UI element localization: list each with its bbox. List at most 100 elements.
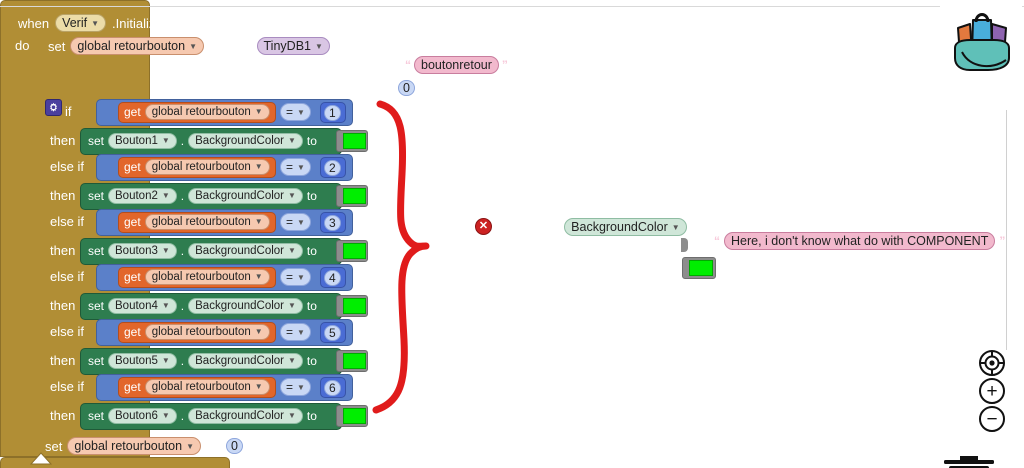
valueiftag-number-field[interactable]: 0 <box>398 79 415 97</box>
color-swatch-5[interactable] <box>343 353 366 369</box>
color-swatch-4[interactable] <box>343 298 366 314</box>
zoom-in-button[interactable]: + <box>979 378 1005 404</box>
comparison-operator-label-5: = <box>286 325 294 339</box>
to-label-2: to <box>306 189 317 203</box>
open-quote: “ <box>714 234 720 248</box>
number-value-2: 2 <box>329 161 336 175</box>
final-variable-dropdown[interactable]: global retourbouton▼ <box>67 437 201 455</box>
component-dropdown-1[interactable]: Bouton1▼ <box>108 133 177 149</box>
tinydb-component-dropdown[interactable]: TinyDB1▼ <box>256 37 330 55</box>
center-target-icon <box>981 352 1003 374</box>
tag-text-field[interactable]: boutonretour <box>414 56 499 74</box>
get-variable-dropdown-4[interactable]: global retourbouton▼ <box>144 269 270 285</box>
chevron-down-icon: ▼ <box>288 301 296 310</box>
set-label: set <box>88 409 105 423</box>
init-setter-row: set global retourbouton▼ to <box>48 37 220 55</box>
if-branch-4-keyword: else if <box>50 269 84 284</box>
zoom-out-button[interactable]: − <box>979 406 1005 432</box>
generic-property-label: BackgroundColor <box>571 220 668 234</box>
backpack-icon[interactable] <box>940 2 1022 74</box>
init-variable-dropdown[interactable]: global retourbouton▼ <box>70 37 204 55</box>
open-quote: “ <box>405 58 411 72</box>
generic-property-dropdown[interactable]: BackgroundColor▼ <box>564 218 687 236</box>
color-swatch-6[interactable] <box>343 408 366 424</box>
comparison-operator-label-4: = <box>286 270 294 284</box>
property-dropdown-1[interactable]: BackgroundColor▼ <box>188 133 303 149</box>
when-block-header[interactable] <box>0 457 230 468</box>
number-value-6: 6 <box>329 381 336 395</box>
set-label: set <box>48 38 66 54</box>
component-label-4: Bouton4 <box>115 300 158 312</box>
property-dropdown-6[interactable]: BackgroundColor▼ <box>188 408 303 424</box>
number-field-2[interactable]: 2 <box>324 159 341 177</box>
get-variable-dropdown-5[interactable]: global retourbouton▼ <box>144 324 270 340</box>
number-field-3[interactable]: 3 <box>324 214 341 232</box>
get-variable-dropdown-3[interactable]: global retourbouton▼ <box>144 214 270 230</box>
comparison-operator-dropdown-3[interactable]: =▼ <box>280 213 311 231</box>
comment-text-field[interactable]: Here, i don't know what do with COMPONEN… <box>724 232 996 250</box>
close-quote: ” <box>999 234 1006 248</box>
final-number-field[interactable]: 0 <box>226 437 243 455</box>
get-variable-dropdown-1[interactable]: global retourbouton▼ <box>144 104 270 120</box>
chevron-down-icon: ▼ <box>161 301 170 310</box>
if-branch-2-keyword: else if <box>50 159 84 174</box>
get-variable-label-4: global retourbouton <box>151 271 251 283</box>
init-to-label: to <box>209 38 220 54</box>
comment-text-row: “ Here, i don't know what do with COMPON… <box>714 232 1005 250</box>
number-field-5[interactable]: 5 <box>324 324 341 342</box>
get-label: get <box>124 270 141 284</box>
event-component-label: Verif <box>62 16 88 30</box>
property-dropdown-2[interactable]: BackgroundColor▼ <box>188 188 303 204</box>
number-field-6[interactable]: 6 <box>324 379 341 397</box>
set-label: set <box>88 134 105 148</box>
get-variable-dropdown-2[interactable]: global retourbouton▼ <box>144 159 270 175</box>
component-dropdown-3[interactable]: Bouton3▼ <box>108 243 177 259</box>
comparison-operator-dropdown-6[interactable]: =▼ <box>280 378 311 396</box>
tag-label: tag <box>340 58 359 73</box>
generic-to-label: to <box>660 261 671 276</box>
comparison-operator-dropdown-5[interactable]: =▼ <box>280 323 311 341</box>
chevron-down-icon: ▼ <box>297 328 305 337</box>
component-dropdown-5[interactable]: Bouton5▼ <box>108 353 177 369</box>
color-swatch-3[interactable] <box>343 243 366 259</box>
of-component-socket[interactable] <box>681 238 688 252</box>
get-label: get <box>124 160 141 174</box>
comparison-operator-dropdown-1[interactable]: =▼ <box>280 103 311 121</box>
collapse-arrow-icon[interactable] <box>30 452 52 466</box>
final-setter-row: set global retourbouton▼ to <box>45 437 217 455</box>
number-field-1[interactable]: 1 <box>324 104 341 122</box>
generic-color-swatch[interactable] <box>689 260 713 276</box>
number-field-4[interactable]: 4 <box>324 269 341 287</box>
get-variable-label-1: global retourbouton <box>151 106 251 118</box>
then-label-1: then <box>50 133 76 148</box>
property-label-5: BackgroundColor <box>195 355 284 367</box>
event-component-dropdown[interactable]: Verif▼ <box>55 14 107 32</box>
comparison-operator-label-6: = <box>286 380 294 394</box>
color-swatch-2[interactable] <box>343 188 366 204</box>
comparison-operator-dropdown-4[interactable]: =▼ <box>280 268 311 286</box>
comparison-operator-dropdown-2[interactable]: =▼ <box>280 158 311 176</box>
property-dropdown-3[interactable]: BackgroundColor▼ <box>188 243 303 259</box>
error-x-icon[interactable]: ✕ <box>475 218 492 235</box>
component-dropdown-4[interactable]: Bouton4▼ <box>108 298 177 314</box>
tinydb-component-label: TinyDB1 <box>263 39 311 53</box>
mutator-gear-icon[interactable] <box>45 99 62 116</box>
if-branch-3-keyword: else if <box>50 214 84 229</box>
tag-text-value: boutonretour <box>421 58 492 72</box>
property-dropdown-4[interactable]: BackgroundColor▼ <box>188 298 303 314</box>
property-dropdown-5[interactable]: BackgroundColor▼ <box>188 353 303 369</box>
call-label: call <box>232 38 252 54</box>
chevron-down-icon: ▼ <box>314 42 323 51</box>
color-swatch-1[interactable] <box>343 133 366 149</box>
comment-text-value: Here, i don't know what do with COMPONEN… <box>731 234 989 248</box>
get-variable-dropdown-6[interactable]: global retourbouton▼ <box>144 379 270 395</box>
center-blocks-button[interactable] <box>979 350 1005 376</box>
trash-can-icon[interactable] <box>938 448 1000 468</box>
component-dropdown-2[interactable]: Bouton2▼ <box>108 188 177 204</box>
component-dropdown-6[interactable]: Bouton6▼ <box>108 408 177 424</box>
